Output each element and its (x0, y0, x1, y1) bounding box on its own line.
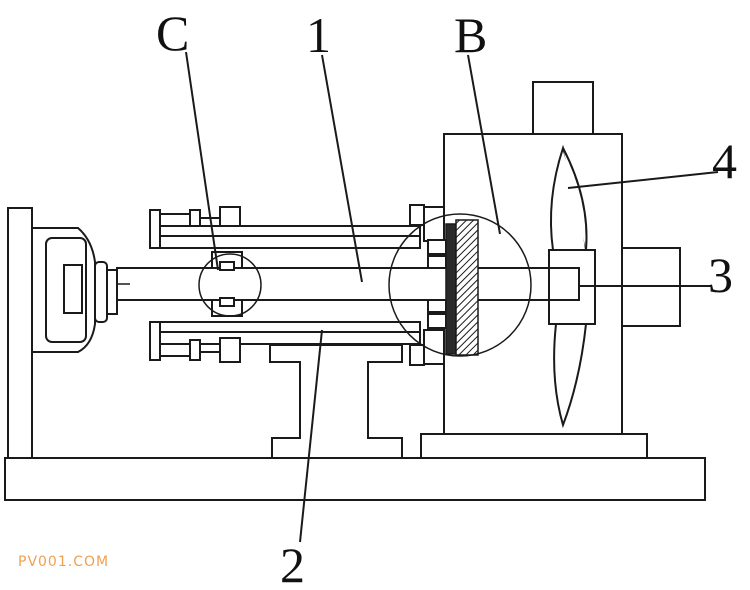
watermark: PV001.COM (18, 554, 110, 570)
fan-blade (549, 144, 588, 429)
leader-line-b (467, 54, 501, 235)
main-shaft (116, 267, 580, 301)
label-2: 2 (280, 537, 305, 590)
label-3: 3 (708, 247, 733, 303)
leader-line-2 (299, 329, 323, 543)
coupling-detail (427, 219, 479, 356)
support-pedestal (269, 344, 403, 459)
motor (31, 227, 118, 353)
shaft-collar (211, 251, 243, 317)
label-b: B (454, 7, 487, 63)
left-upright-plate (7, 207, 33, 459)
detail-circle-c (198, 253, 262, 317)
label-c: C (156, 5, 189, 61)
leader-line-4 (567, 171, 719, 189)
label-1: 1 (306, 7, 331, 63)
detail-circle-b (388, 213, 532, 357)
top-cap (532, 81, 594, 137)
base-plate (4, 457, 706, 501)
leader-line-1 (321, 54, 363, 283)
lower-rod-assembly (149, 321, 445, 366)
shaft-end (548, 267, 580, 301)
label-4: 4 (712, 133, 737, 189)
upper-rod-assembly (149, 204, 445, 249)
housing-foot (420, 433, 648, 459)
leader-line-c (185, 51, 219, 271)
